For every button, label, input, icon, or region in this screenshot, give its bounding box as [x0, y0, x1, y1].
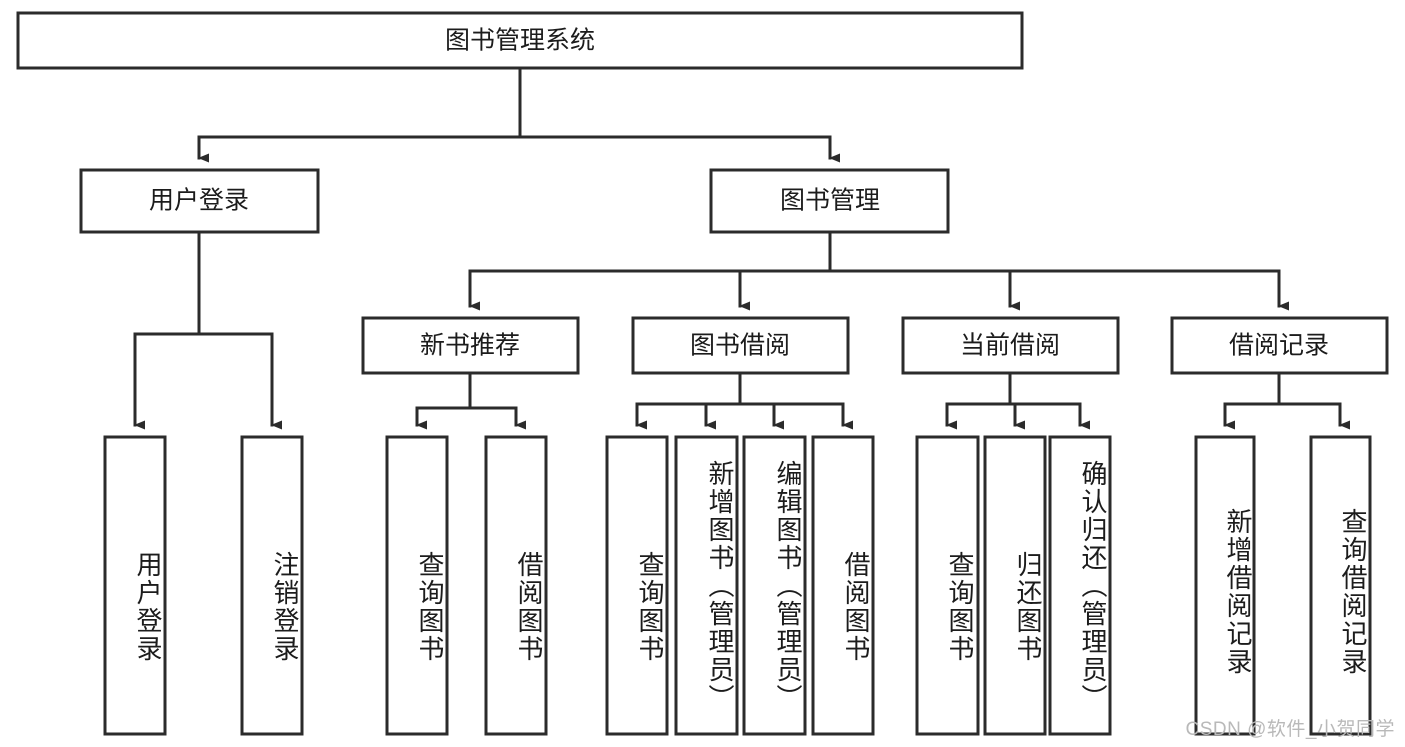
leaf-rect-edit-book-admin[interactable] [742, 435, 807, 736]
leaf-rect-add-book-admin[interactable] [674, 435, 739, 736]
leaf-rect-return-book[interactable] [983, 435, 1047, 736]
node-user-login[interactable]: 用户登录 [79, 168, 320, 234]
node-new-book-recommend[interactable]: 新书推荐 [361, 316, 580, 375]
leaf-rect-borrow-book-1[interactable] [484, 435, 548, 736]
leaf-rect-query-borrow-record[interactable] [1309, 435, 1372, 736]
connector-group-user-login [133, 230, 282, 430]
node-borrow-records-label: 借阅记录 [1229, 332, 1329, 360]
csdn-watermark: CSDN @软件_小贺同学 [1185, 719, 1395, 740]
node-current-borrow-rect[interactable] [901, 316, 1120, 375]
node-user-login-label: 用户登录 [149, 187, 249, 215]
node-book-management-label: 图书管理 [780, 187, 880, 215]
node-book-borrow-label: 图书借阅 [690, 332, 790, 360]
leaf-rect-query-book-1[interactable] [385, 435, 449, 736]
leaf-rect-user-login[interactable] [103, 435, 167, 736]
leaf-rect-borrow-book-2[interactable] [811, 435, 875, 736]
leaf-rect-logout[interactable] [240, 435, 304, 736]
node-book-borrow-rect[interactable] [631, 316, 850, 375]
connector-group-book-mgmt [468, 230, 1289, 311]
leaf-rect-confirm-return-admin[interactable] [1048, 435, 1112, 736]
node-book-borrow[interactable]: 图书借阅 [631, 316, 850, 375]
node-root[interactable]: 图书管理系统 [16, 11, 1024, 70]
node-new-book-recommend-label: 新书推荐 [420, 332, 520, 360]
node-borrow-records[interactable]: 借阅记录 [1170, 316, 1389, 375]
leaf-rect-query-book-2[interactable] [605, 435, 669, 736]
connector-group-new-books [415, 371, 526, 430]
node-root-label: 图书管理系统 [445, 27, 595, 55]
connector-group-root [197, 66, 840, 163]
node-book-management-rect[interactable] [709, 168, 950, 234]
connector-group-current [945, 371, 1090, 430]
node-current-borrow[interactable]: 当前借阅 [901, 316, 1120, 375]
connector-group-borrow [635, 371, 853, 430]
node-borrow-records-rect[interactable] [1170, 316, 1389, 375]
connector-group-records [1223, 371, 1350, 430]
leaf-rect-query-book-3[interactable] [915, 435, 980, 736]
node-current-borrow-label: 当前借阅 [960, 332, 1060, 360]
leaf-rect-add-borrow-record[interactable] [1194, 435, 1256, 736]
node-new-book-recommend-rect[interactable] [361, 316, 580, 375]
node-root-rect[interactable] [16, 11, 1024, 70]
leaf-rect-group [103, 435, 1372, 736]
node-book-management[interactable]: 图书管理 [709, 168, 950, 234]
node-user-login-rect[interactable] [79, 168, 320, 234]
